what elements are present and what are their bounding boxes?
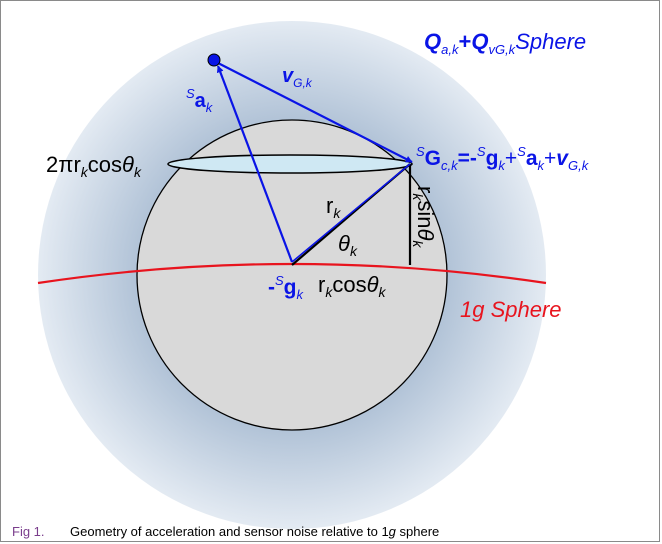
caption-g-italic: g: [388, 524, 396, 539]
circumference-ellipse: [167, 154, 413, 174]
acceleration-tip-point: [207, 53, 221, 67]
caption-text: Geometry of acceleration and sensor nois…: [70, 524, 389, 539]
figure-caption: Fig 1. Geometry of acceleration and senso…: [12, 524, 439, 539]
center-label: -Sgk: [268, 273, 305, 302]
a-vector-arrow: [216, 65, 294, 263]
a-vector-label: Sak: [186, 86, 214, 115]
horizontal-leg-label: rkcosθk: [318, 272, 387, 300]
one-g-sphere-label: 1g Sphere: [460, 297, 562, 322]
v-vector-arrow: [215, 61, 413, 163]
figure-number: Fig 1.: [12, 524, 45, 539]
v-vector-label: vG,k: [282, 65, 313, 90]
circumference-label: 2πrkcosθk: [46, 152, 142, 180]
angle-label: θk: [338, 231, 358, 259]
radius-label: rk: [326, 193, 341, 221]
vertical-leg-label: rksinθk: [410, 186, 438, 248]
center-to-a-line: [291, 163, 411, 263]
outer-sphere-label: Qa,k+QvG,kSphere: [424, 29, 586, 57]
g-point-label: SGc,k=-Sgk+Sak+vG,k: [416, 144, 590, 173]
caption-text-end: sphere: [395, 524, 440, 539]
